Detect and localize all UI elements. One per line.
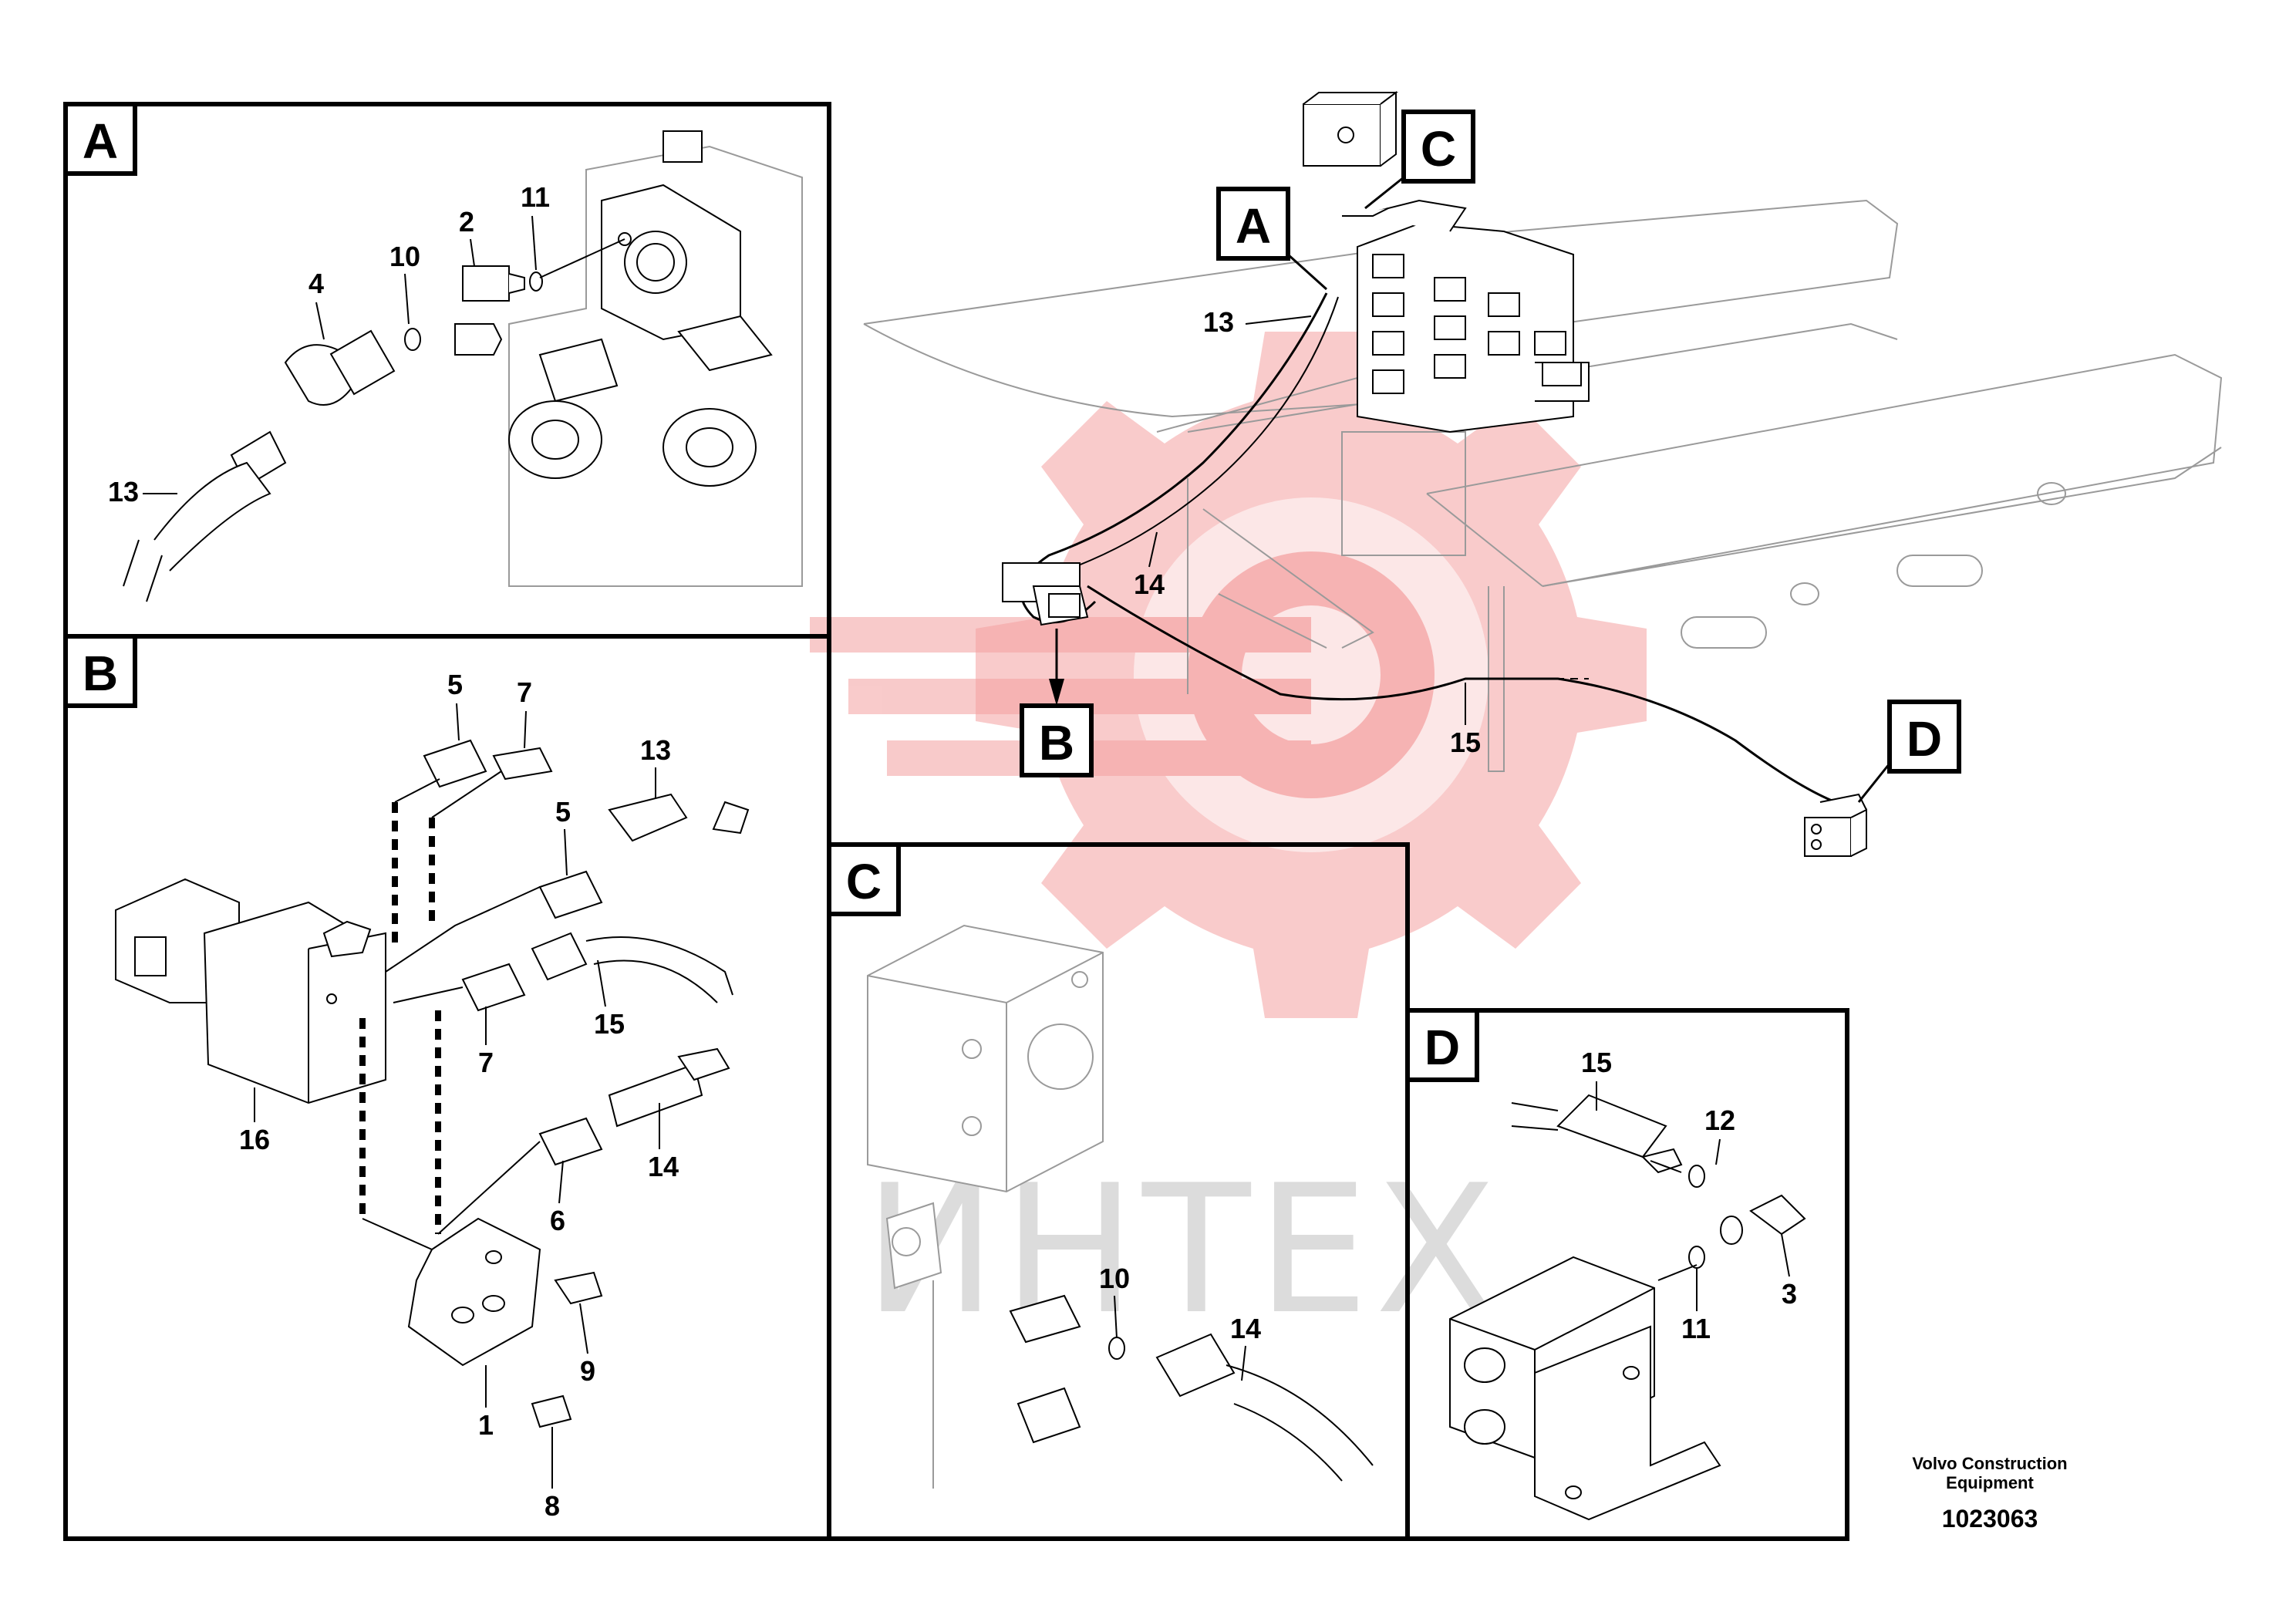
panel-a-callout-4: 4 [308,268,324,299]
panel-b-callout-16: 16 [239,1124,270,1155]
panel-b-callout-9: 9 [580,1355,595,1387]
overview-label-c[interactable]: C [1364,110,1475,210]
document-number: 1023063 [1942,1505,2038,1533]
overview-callout-13: 13 [1203,306,1234,338]
panel-a-callout-11: 11 [521,181,550,213]
caption-line-2: Equipment [1946,1473,2034,1492]
panel-d-callout-11: 11 [1681,1313,1711,1344]
panel-b-callout-7a: 7 [517,676,532,708]
panel-c-letter: C [846,854,882,909]
svg-text:A: A [1236,198,1271,254]
caption-line-1: Volvo Construction [1912,1454,2067,1473]
panel-a-callout-13: 13 [108,476,139,508]
panel-a-callout-10: 10 [389,241,420,272]
panel-b-callout-5a: 5 [447,669,463,700]
svg-text:D: D [1907,711,1942,767]
panel-b-callout-1: 1 [478,1409,494,1441]
panel-d-letter: D [1424,1020,1460,1075]
panel-b-letter: B [83,646,118,701]
panel-b-callout-8: 8 [544,1490,560,1522]
panel-d-callout-15: 15 [1581,1047,1612,1078]
overview-callout-14: 14 [1134,568,1165,600]
watermark-gear-inner [810,497,1489,852]
panel-b: B [63,634,831,1541]
panel-b-callout-13: 13 [640,734,671,766]
panel-c: C 10 14 [827,842,1410,1541]
panel-c-callout-14: 14 [1230,1313,1261,1344]
panel-b-callout-15: 15 [594,1008,625,1040]
overview-label-a[interactable]: A [1216,187,1328,291]
svg-text:C: C [1421,121,1456,177]
panel-b-callout-7b: 7 [478,1047,494,1078]
overview-label-d[interactable]: D [1857,700,1961,803]
panel-a-letter: A [83,113,118,169]
panel-d-callout-3: 3 [1782,1278,1797,1310]
overview-callouts: 13 14 15 [1134,306,1481,758]
overview-drawing [863,91,2223,857]
overview-label-b[interactable]: B [1020,629,1094,777]
panel-c-callout-10: 10 [1099,1263,1130,1294]
footer: Volvo Construction Equipment 1023063 [1912,1454,2067,1533]
panel-d-callout-12: 12 [1704,1104,1735,1136]
panel-b-callout-5b: 5 [555,796,571,828]
panel-a: A 4 [63,102,831,639]
panel-a-callout-2: 2 [459,206,474,238]
panel-b-callout-14: 14 [648,1151,679,1182]
overview-callout-15: 15 [1450,727,1481,758]
panel-d: D 15 12 3 11 [1405,1008,1849,1541]
svg-text:B: B [1039,715,1074,771]
panel-b-callout-6: 6 [550,1205,565,1236]
